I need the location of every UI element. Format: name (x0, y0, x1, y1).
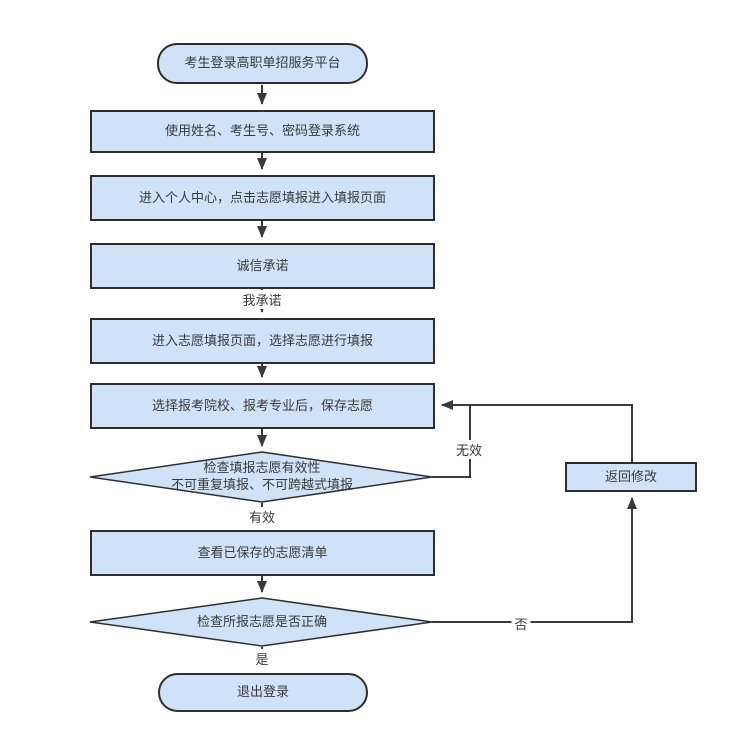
edge-label-no: 否 (511, 614, 531, 633)
node-personal-center-label: 进入个人中心，点击志愿填报进入填报页面 (138, 189, 386, 205)
edge-label-valid: 有效 (245, 507, 279, 526)
edge-label-yes: 是 (252, 649, 272, 668)
node-save-choice-process: 选择报考院校、报考专业后，保存志愿 (90, 383, 435, 429)
node-integrity-pledge-process: 诚信承诺 (90, 243, 435, 289)
decision-check-correct-shape (89, 597, 433, 647)
node-start-terminator: 考生登录高职单招服务平台 (157, 43, 368, 84)
node-integrity-pledge-label: 诚信承诺 (236, 257, 289, 273)
decision-check-validity-line2: 不可重复填报、不可跨越式填报 (170, 477, 353, 492)
node-fill-page-process: 进入志愿填报页面，选择志愿进行填报 (90, 318, 435, 364)
node-view-saved-label: 查看已保存的志愿清单 (197, 544, 328, 560)
node-login-label: 使用姓名、考生号、密码登录系统 (164, 123, 360, 139)
edge-label-invalid: 无效 (452, 440, 486, 459)
node-save-choice-label: 选择报考院校、报考专业后，保存志愿 (151, 397, 373, 413)
decision-check-validity-line1: 检查填报志愿有效性 (203, 460, 321, 476)
decision-check-correct-label: 检查所报志愿是否正确 (196, 613, 327, 629)
node-view-saved-process: 查看已保存的志愿清单 (90, 530, 435, 576)
node-login-process: 使用姓名、考生号、密码登录系统 (90, 110, 435, 153)
node-return-modify-label: 返回修改 (604, 468, 657, 484)
edge-invalid-loop (432, 405, 471, 478)
node-logout-label: 退出登录 (236, 684, 289, 700)
node-fill-page-label: 进入志愿填报页面，选择志愿进行填报 (151, 332, 373, 348)
node-logout-terminator: 退出登录 (158, 673, 368, 712)
edge-return-modify-to-save (441, 400, 633, 462)
edge-no-to-return-modify (432, 497, 637, 623)
decision-check-validity-shape (89, 451, 433, 503)
node-return-modify-process: 返回修改 (565, 462, 697, 492)
decision-check-validity-text: 检查填报志愿有效性 不可重复填报、不可跨越式填报 (115, 455, 409, 499)
edge-label-pledge: 我承诺 (239, 290, 285, 309)
decision-check-correct-text: 检查所报志愿是否正确 (115, 608, 409, 636)
node-personal-center-process: 进入个人中心，点击志愿填报进入填报页面 (90, 175, 435, 221)
node-start-label: 考生登录高职单招服务平台 (184, 55, 341, 71)
